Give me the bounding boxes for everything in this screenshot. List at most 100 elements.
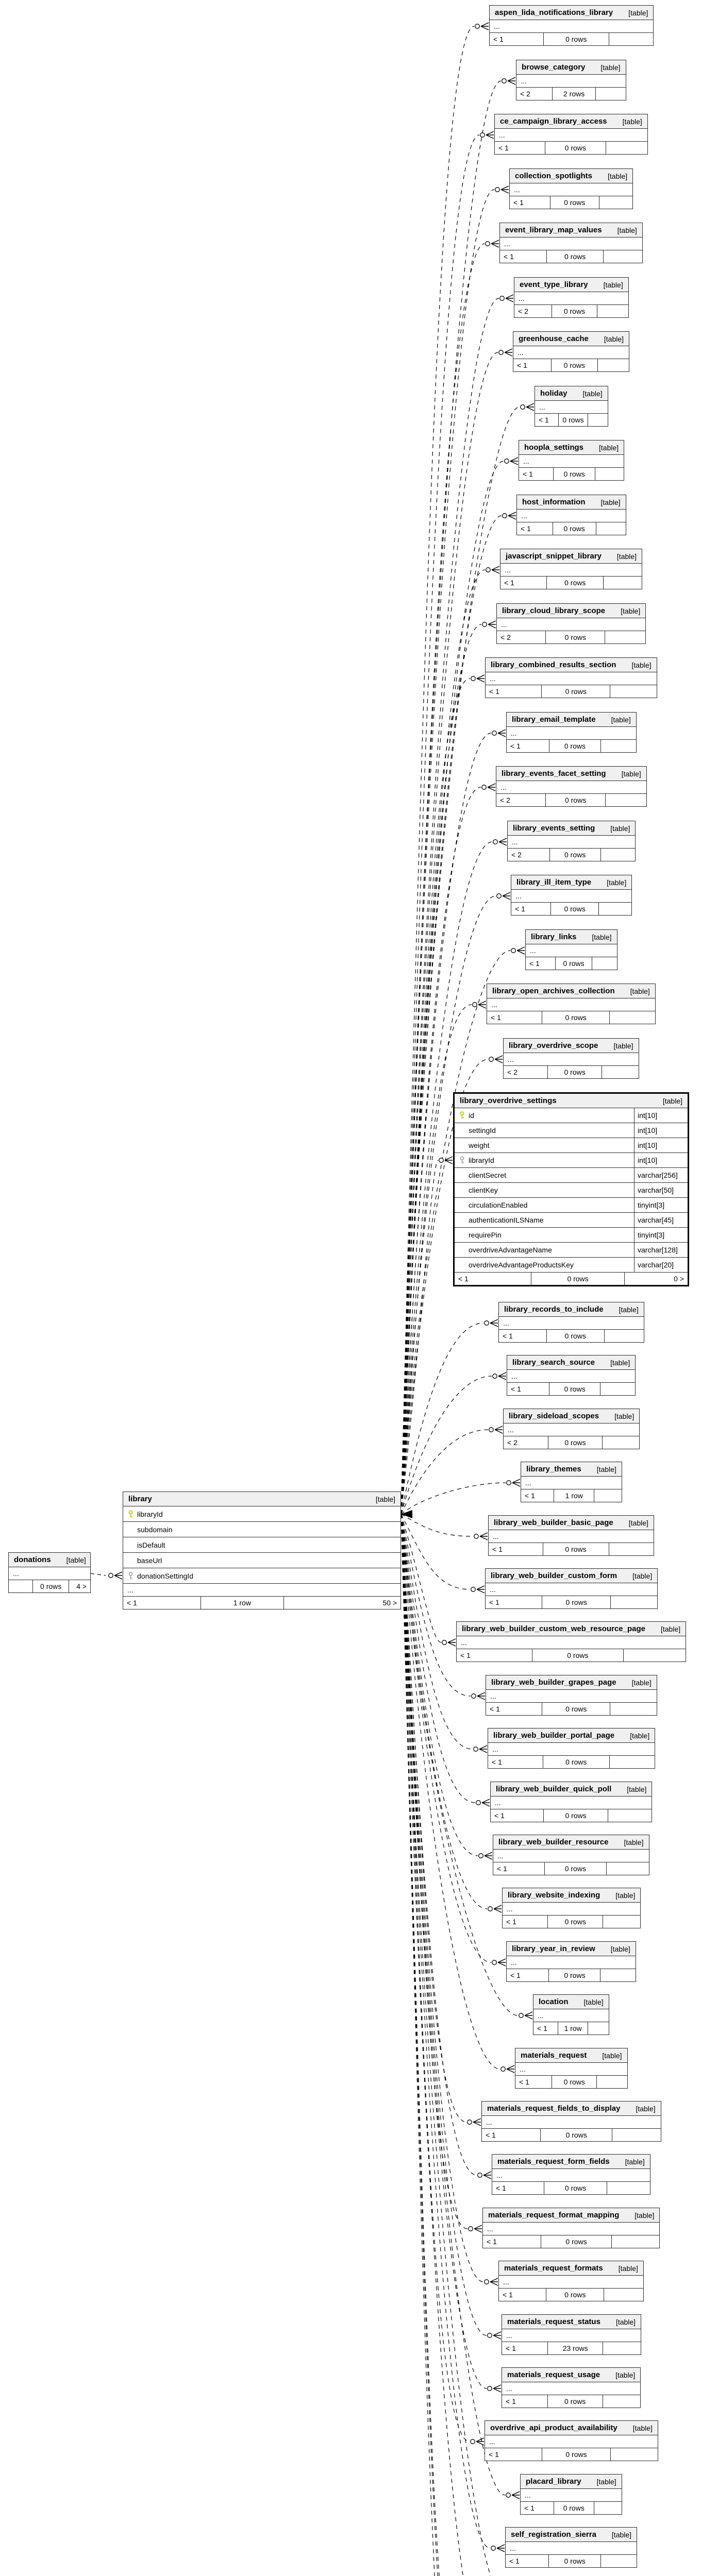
table-header: browse_category [table] bbox=[516, 60, 626, 75]
table-footer: < 1 0 rows bbox=[495, 142, 647, 154]
table-type-tag: [table] bbox=[622, 117, 642, 126]
parent-count: < 1 bbox=[521, 1489, 555, 1502]
table-greenhouse_cache[interactable]: greenhouse_cache [table] ... < 1 0 rows bbox=[513, 331, 630, 372]
table-holiday[interactable]: holiday [table] ... < 1 0 rows bbox=[535, 386, 608, 427]
table-collection_spotlights[interactable]: collection_spotlights [table] ... < 1 0 … bbox=[509, 168, 633, 209]
table-library_overdrive_scope[interactable]: library_overdrive_scope [table] ... < 2 … bbox=[503, 1038, 639, 1079]
parent-count: < 1 bbox=[526, 957, 556, 970]
table-materials_request_form_fields[interactable]: materials_request_form_fields [table] ..… bbox=[492, 2154, 650, 2195]
table-header: materials_request_status [table] bbox=[502, 2315, 641, 2329]
table-browse_category[interactable]: browse_category [table] ... < 2 2 rows bbox=[516, 60, 626, 100]
column-type: varchar[20] bbox=[634, 1258, 688, 1272]
table-library_search_source[interactable]: library_search_source [table] ... < 1 0 … bbox=[507, 1355, 636, 1396]
table-footer: < 1 1 row 50 > bbox=[123, 1597, 400, 1609]
table-event_library_map_values[interactable]: event_library_map_values [table] ... < 1… bbox=[499, 223, 643, 263]
table-library_events_setting[interactable]: library_events_setting [table] ... < 2 0… bbox=[507, 821, 636, 861]
columns-ellipsis: ... bbox=[485, 2435, 658, 2448]
columns-ellipsis: ... bbox=[513, 346, 629, 359]
row-count: 0 rows bbox=[546, 631, 606, 643]
table-footer: < 2 0 rows bbox=[508, 849, 635, 861]
table-ce_campaign_library_access[interactable]: ce_campaign_library_access [table] ... <… bbox=[494, 114, 648, 155]
table-type-tag: [table] bbox=[660, 1624, 681, 1633]
table-library_sideload_scopes[interactable]: library_sideload_scopes [table] ... < 2 … bbox=[503, 1409, 640, 1449]
table-overdrive_api_product_availability[interactable]: overdrive_api_product_availability [tabl… bbox=[485, 2420, 658, 2461]
row-count: 0 rows bbox=[549, 1383, 601, 1395]
table-library_web_builder_resource[interactable]: library_web_builder_resource [table] ...… bbox=[493, 1835, 649, 1875]
row-count: 0 rows bbox=[554, 468, 596, 480]
child-count bbox=[610, 1756, 655, 1768]
table-library_links[interactable]: library_links [table] ... < 1 0 rows bbox=[525, 929, 617, 970]
table-aspen_lida_notifications_library[interactable]: aspen_lida_notifications_library [table]… bbox=[489, 5, 654, 46]
table-javascript_snippet_library[interactable]: javascript_snippet_library [table] ... <… bbox=[500, 549, 643, 589]
row-count: 0 rows bbox=[531, 1273, 625, 1285]
table-materials_request_status[interactable]: materials_request_status [table] ... < 1… bbox=[502, 2314, 642, 2355]
table-title: library_cloud_library_scope bbox=[502, 606, 606, 615]
table-library_web_builder_quick_poll[interactable]: library_web_builder_quick_poll [table] .… bbox=[490, 1782, 653, 1822]
row-count: 0 rows bbox=[542, 685, 611, 698]
table-library_web_builder_portal_page[interactable]: library_web_builder_portal_page [table] … bbox=[488, 1728, 656, 1769]
table-footer: < 1 0 rows bbox=[490, 33, 653, 45]
table-library_year_in_review[interactable]: library_year_in_review [table] ... < 1 0… bbox=[506, 1941, 636, 1982]
table-footer: < 2 0 rows bbox=[496, 794, 646, 806]
parent-count: < 1 bbox=[507, 740, 549, 752]
column-row-isDefault: isDefault bbox=[123, 1537, 400, 1553]
table-location[interactable]: location [table] ... < 1 1 row bbox=[533, 1994, 609, 2035]
table-materials_request_format_mapping[interactable]: materials_request_format_mapping [table]… bbox=[482, 2208, 660, 2248]
table-hoopla_settings[interactable]: hoopla_settings [table] ... < 1 0 rows bbox=[519, 440, 625, 481]
table-event_type_library[interactable]: event_type_library [table] ... < 2 0 row… bbox=[514, 277, 629, 318]
table-library_open_archives_collection[interactable]: library_open_archives_collection [table]… bbox=[487, 984, 656, 1024]
table-materials_request_formats[interactable]: materials_request_formats [table] ... < … bbox=[498, 2261, 644, 2301]
table-library_web_builder_grapes_page[interactable]: library_web_builder_grapes_page [table] … bbox=[486, 1675, 657, 1716]
table-library_ill_item_type[interactable]: library_ill_item_type [table] ... < 1 0 … bbox=[511, 875, 632, 916]
table-self_registration_sierra[interactable]: self_registration_sierra [table] ... < 1… bbox=[505, 2527, 638, 2568]
table-header: library [table] bbox=[123, 1492, 400, 1506]
columns-ellipsis: ... bbox=[533, 2009, 609, 2022]
table-library_web_builder_basic_page[interactable]: library_web_builder_basic_page [table] .… bbox=[488, 1515, 654, 1556]
table-library_web_builder_custom_web_resource_page[interactable]: library_web_builder_custom_web_resource_… bbox=[456, 1621, 687, 1662]
child-count bbox=[610, 1011, 655, 1024]
table-library_email_template[interactable]: library_email_template [table] ... < 1 0… bbox=[506, 712, 637, 753]
table-library_events_facet_setting[interactable]: library_events_facet_setting [table] ...… bbox=[496, 766, 647, 807]
table-title: library_events_facet_setting bbox=[502, 769, 606, 778]
table-library_cloud_library_scope[interactable]: library_cloud_library_scope [table] ... … bbox=[496, 603, 646, 644]
table-library_website_indexing[interactable]: library_website_indexing [table] ... < 1… bbox=[502, 1888, 641, 1928]
column-type: varchar[128] bbox=[634, 1243, 688, 1257]
column-row-baseUrl: baseUrl bbox=[123, 1553, 400, 1568]
table-title: library_overdrive_settings bbox=[460, 1096, 557, 1105]
table-type-tag: [table] bbox=[599, 443, 619, 452]
table-header: library_web_builder_custom_web_resource_… bbox=[457, 1622, 686, 1636]
table-library_web_builder_custom_form[interactable]: library_web_builder_custom_form [table] … bbox=[485, 1568, 658, 1609]
parent-count: < 1 bbox=[488, 1756, 543, 1768]
table-header: library_links [table] bbox=[526, 930, 617, 944]
child-count: 4 > bbox=[76, 1582, 87, 1590]
table-footer: < 1 0 rows bbox=[492, 2182, 650, 2194]
table-type-tag: [table] bbox=[615, 2317, 636, 2326]
column-type: int[10] bbox=[634, 1123, 688, 1138]
row-count: 0 rows bbox=[548, 2395, 603, 2408]
table-library_themes[interactable]: library_themes [table] ... < 1 1 row bbox=[521, 1462, 622, 1502]
column-name: requirePin bbox=[469, 1231, 502, 1239]
table-library_combined_results_section[interactable]: library_combined_results_section [table]… bbox=[485, 657, 657, 698]
table-placard_library[interactable]: placard_library [table] ... < 1 0 rows bbox=[520, 2474, 622, 2515]
table-header: holiday [table] bbox=[535, 386, 608, 401]
table-host_information[interactable]: host_information [table] ... < 1 0 rows bbox=[516, 495, 626, 535]
table-materials_request_fields_to_display[interactable]: materials_request_fields_to_display [tab… bbox=[481, 2101, 661, 2142]
row-count: 1 row bbox=[558, 2022, 589, 2035]
table-materials_request_usage[interactable]: materials_request_usage [table] ... < 1 … bbox=[502, 2367, 641, 2408]
parent-count: < 1 bbox=[507, 1969, 549, 1981]
table-materials_request[interactable]: materials_request [table] ... < 1 0 rows bbox=[515, 2048, 628, 2089]
table-footer: < 1 0 rows bbox=[503, 1916, 640, 1928]
child-count bbox=[598, 359, 629, 371]
row-count: 0 rows bbox=[541, 2129, 612, 2141]
table-type-tag: [table] bbox=[632, 1571, 653, 1580]
table-library_records_to_include[interactable]: library_records_to_include [table] ... <… bbox=[498, 1302, 644, 1343]
columns-ellipsis: ... bbox=[503, 1903, 641, 1916]
table-header: overdrive_api_product_availability [tabl… bbox=[485, 2421, 658, 2435]
columns-ellipsis: ... bbox=[515, 2063, 627, 2076]
table-donations[interactable]: donations [table] ... 0 rows 4 > bbox=[8, 1552, 91, 1593]
row-count: 0 rows bbox=[542, 1011, 610, 1024]
columns-ellipsis: ... bbox=[508, 836, 636, 849]
